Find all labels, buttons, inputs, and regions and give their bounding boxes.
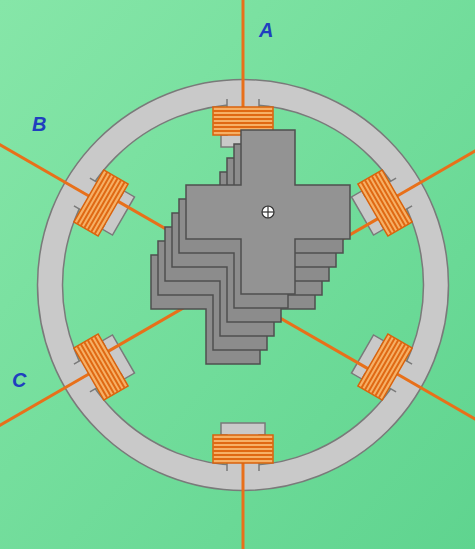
phase-label: B: [32, 114, 46, 134]
phase-label: C: [12, 370, 26, 390]
shaft-symbol: [262, 206, 274, 218]
phase-label: A: [259, 20, 273, 40]
stator: [38, 80, 449, 491]
rotor: [151, 130, 350, 364]
